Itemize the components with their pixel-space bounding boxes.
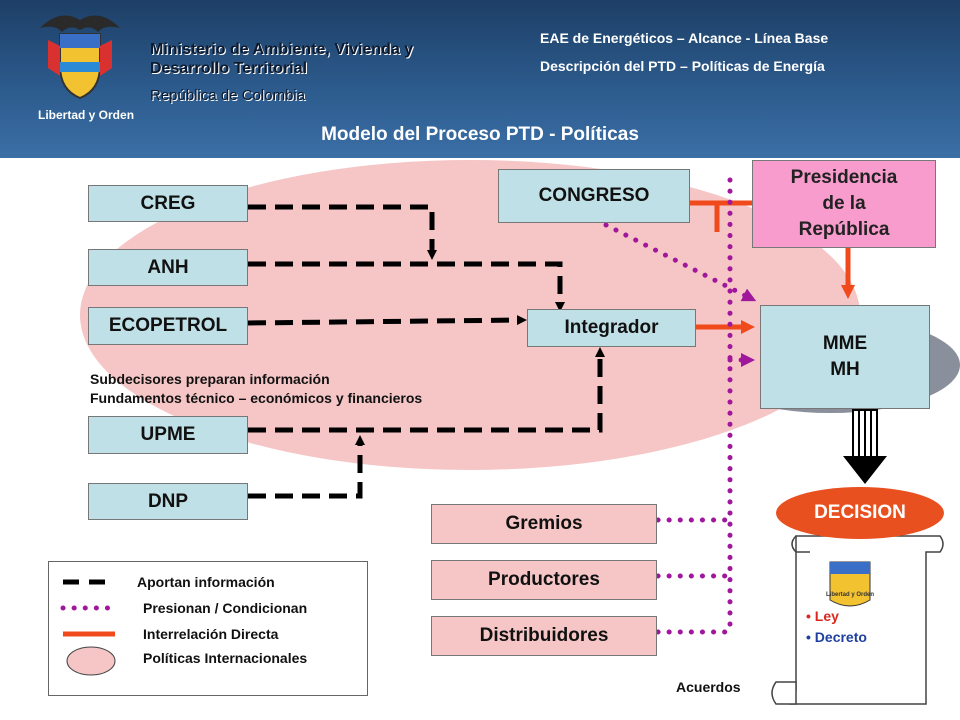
node-integrador: Integrador bbox=[527, 309, 696, 347]
page-title: Modelo del Proceso PTD - Políticas bbox=[321, 124, 639, 145]
republic-name: República de Colombia bbox=[150, 87, 306, 104]
legend-ellipse-label: Políticas Internacionales bbox=[143, 650, 308, 666]
decision-ellipse: DECISION bbox=[776, 487, 944, 539]
node-productores: Productores bbox=[431, 560, 657, 600]
node-gremios: Gremios bbox=[431, 504, 657, 544]
legend-box: Aportan información Presionan / Condicio… bbox=[48, 561, 368, 696]
node-mme-mh: MME MH bbox=[760, 305, 930, 409]
note-line-2: Fundamentos técnico – económicos y finan… bbox=[90, 390, 423, 406]
legend-solid-label: Interrelación Directa bbox=[143, 626, 279, 642]
node-creg: CREG bbox=[88, 185, 248, 222]
bullet-ley-label: Ley bbox=[814, 608, 839, 624]
presidencia-line-2: de la bbox=[822, 193, 866, 214]
bullet-ley: • Ley bbox=[806, 608, 839, 624]
node-dnp: DNP bbox=[88, 483, 248, 520]
legend-ellipse bbox=[66, 646, 116, 676]
presidencia-line-1: Presidencia bbox=[790, 167, 898, 188]
subtitle-2: Descripción del PTD – Políticas de Energ… bbox=[540, 58, 825, 74]
dotted-connectors bbox=[603, 177, 757, 635]
bullet-decreto: • Decreto bbox=[806, 629, 867, 645]
subdecisores-note: Subdecisores preparan información Fundam… bbox=[90, 370, 422, 408]
decision-arrow bbox=[843, 409, 887, 484]
legend-dotted-label: Presionan / Condicionan bbox=[143, 600, 308, 616]
scroll-motto: Libertad y Orden bbox=[826, 592, 875, 598]
ministry-line-1: Ministerio de Ambiente, Vivienda y bbox=[150, 41, 414, 58]
legend-dashed-label: Aportan información bbox=[137, 574, 275, 590]
node-congreso: CONGRESO bbox=[498, 169, 690, 223]
ministry-line-2: Desarrollo Territorial bbox=[150, 60, 308, 77]
subtitle-1: EAE de Energéticos – Alcance - Línea Bas… bbox=[540, 30, 829, 46]
node-distribuidores: Distribuidores bbox=[431, 616, 657, 656]
bullet-decreto-label: Decreto bbox=[814, 629, 867, 645]
solid-connectors bbox=[690, 200, 855, 334]
acuerdos-label: Acuerdos bbox=[676, 679, 741, 695]
scroll-bullets: • Ley • Decreto bbox=[806, 606, 867, 648]
presidencia-line-3: República bbox=[798, 219, 890, 240]
coat-of-arms-icon bbox=[40, 15, 120, 100]
node-upme: UPME bbox=[88, 416, 248, 454]
legend-symbols bbox=[60, 579, 118, 676]
note-line-1: Subdecisores preparan información bbox=[90, 371, 330, 387]
mh-label: MH bbox=[830, 359, 860, 380]
mme-label: MME bbox=[822, 333, 868, 354]
ministry-name: Ministerio de Ambiente, Vivienda y Desar… bbox=[150, 40, 413, 78]
decree-scroll bbox=[771, 535, 944, 705]
motto-text: Libertad y Orden bbox=[38, 108, 135, 122]
header-banner: Libertad y Orden Ministerio de Ambiente,… bbox=[0, 0, 960, 158]
node-ecopetrol: ECOPETROL bbox=[88, 307, 248, 345]
node-anh: ANH bbox=[88, 249, 248, 286]
node-presidencia: Presidencia de la República bbox=[752, 160, 936, 248]
international-policies-ellipse bbox=[80, 160, 860, 470]
dashed-connectors bbox=[247, 204, 605, 499]
